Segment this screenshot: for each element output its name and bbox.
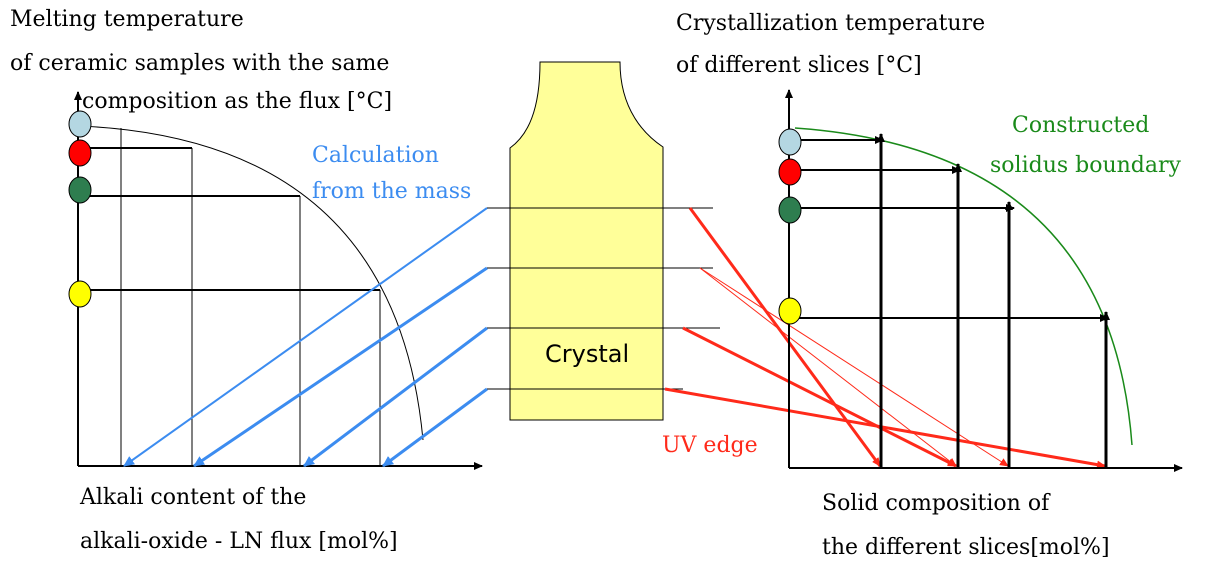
blue-arrow-3 <box>303 326 488 468</box>
left-title-line-3: composition as the flux [°C] <box>82 89 392 114</box>
right-title-line-2: of different slices [°C] <box>676 53 922 78</box>
right-xlabel-line-1: Solid composition of <box>822 491 1051 516</box>
blue-arrow-2 <box>193 266 488 468</box>
left-yellow-marker <box>68 280 92 308</box>
left-green-marker <box>68 176 92 204</box>
solidus-label-line-2: solidus boundary <box>990 153 1182 178</box>
left-xlabel-line-2: alkali-oxide - LN flux [mol%] <box>80 529 398 554</box>
blue-arrow-4 <box>382 387 488 468</box>
right-panel: Crystallization temperature of different… <box>676 11 1183 560</box>
left-panel: Melting temperature of ceramic samples w… <box>10 7 483 554</box>
right-green-marker <box>778 196 802 224</box>
red-arrows <box>664 207 1106 469</box>
right-light-blue-marker <box>778 128 802 156</box>
crystal-group: Crystal Calculation from the mass UV edg… <box>312 61 758 458</box>
right-xlabel-line-2: the different slices[mol%] <box>822 535 1110 560</box>
left-title-line-2: of ceramic samples with the same <box>10 51 389 76</box>
right-red-marker <box>778 158 802 186</box>
uv-edge-label: UV edge <box>662 433 758 458</box>
solidus-label-line-1: Constructed <box>1012 113 1149 138</box>
left-melting-curve <box>79 125 424 441</box>
calculation-label-line-2: from the mass <box>312 179 471 204</box>
left-light-blue-marker <box>68 110 92 138</box>
red-arrow-3 <box>682 326 957 468</box>
blue-arrows <box>123 207 488 468</box>
calculation-label-line-1: Calculation <box>312 143 439 168</box>
right-yellow-marker <box>778 297 802 325</box>
blue-arrow-1 <box>123 207 488 467</box>
right-title-line-1: Crystallization temperature <box>676 11 985 36</box>
crystal-shape <box>509 61 664 421</box>
red-arrow-4 <box>664 387 1106 469</box>
red-arrow-1a <box>688 207 882 467</box>
left-title-line-1: Melting temperature <box>10 7 244 32</box>
left-xlabel-line-1: Alkali content of the <box>79 485 306 510</box>
crystal-label: Crystal <box>545 340 629 368</box>
left-red-marker <box>68 139 92 167</box>
